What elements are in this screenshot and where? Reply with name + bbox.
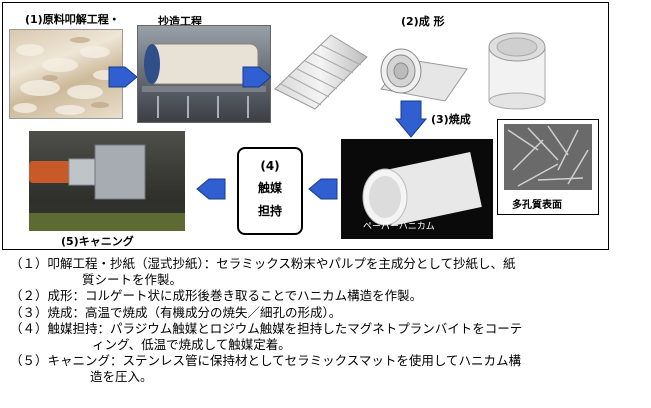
arrow-right-icon xyxy=(242,66,272,88)
note-line-2: 質シートを作製。 xyxy=(82,272,183,288)
note-line-8: 造を圧入。 xyxy=(90,369,153,385)
canning-photo xyxy=(29,131,185,231)
corrugated-sheet-photo xyxy=(271,29,369,111)
porous-surface-photo: 多孔質表面 xyxy=(497,119,599,215)
step5-label: (5)キャニング xyxy=(61,235,134,248)
step4-line2: 担持 xyxy=(257,204,282,218)
step3-label: (3)焼成 xyxy=(431,113,471,126)
paper-honeycomb-photo: ペーパーハニカム xyxy=(341,139,493,239)
step4-box: (4) 触媒 担持 xyxy=(237,147,303,235)
rolled-shape xyxy=(380,48,468,102)
note-line-3: （２）成形：コルゲート状に成形後巻き取ることでハニカム構造を作製。 xyxy=(10,288,423,304)
step1b-label: 抄造工程 xyxy=(158,15,202,28)
fired-honeycomb-shape xyxy=(362,152,482,226)
porous-surface-label: 多孔質表面 xyxy=(512,200,562,211)
note-line-1: （１）叩解工程・抄紙（湿式抄紙）：セラミックス粉末やパルプを主成分として抄紙し、… xyxy=(10,256,516,271)
arrow-down-icon xyxy=(395,100,427,138)
raw-material-photo xyxy=(9,29,123,119)
process-diagram-frame: (1)原料叩解工程・ 抄造工程 xyxy=(2,2,609,250)
paper-machine-photo xyxy=(137,25,271,123)
process-notes: （１）叩解工程・抄紙（湿式抄紙）：セラミックス粉末やパルプを主成分として抄紙し、… xyxy=(10,256,650,386)
step1-label: (1)原料叩解工程・ xyxy=(25,13,120,26)
paper-honeycomb-caption: ペーパーハニカム xyxy=(363,222,435,232)
note-line-7: （５）キャニング：ステンレス管に保持材としてセラミックスマットを使用してハニカム… xyxy=(10,353,522,369)
canning-shape xyxy=(29,144,185,231)
note-line-4: （３）焼成：高温で焼成（有機成分の焼失／細孔の形成）。 xyxy=(10,304,342,320)
arrow-left-icon xyxy=(308,178,338,200)
corrugated-shape xyxy=(274,34,368,110)
roller-shape xyxy=(142,43,266,118)
porous-texture xyxy=(504,124,592,190)
note-line-6: ィング、低温で焼成して触媒定着。 xyxy=(92,337,291,353)
arrow-right-icon xyxy=(108,66,138,88)
step4-line1: 触媒 xyxy=(257,181,282,195)
pulp-texture xyxy=(13,37,117,115)
rolled-sheet-photo xyxy=(375,29,471,111)
note-line-5: （４）触媒担持：パラジウム触媒とロジウム触媒を担持したマグネトプランバイトをコー… xyxy=(10,320,523,336)
arrow-left-icon xyxy=(196,178,226,200)
honeycomb-cylinder-photo xyxy=(479,27,553,111)
step4-number: (4) xyxy=(260,159,280,173)
cylinder-shape xyxy=(488,32,546,110)
step2-label: (2)成 形 xyxy=(401,15,445,28)
